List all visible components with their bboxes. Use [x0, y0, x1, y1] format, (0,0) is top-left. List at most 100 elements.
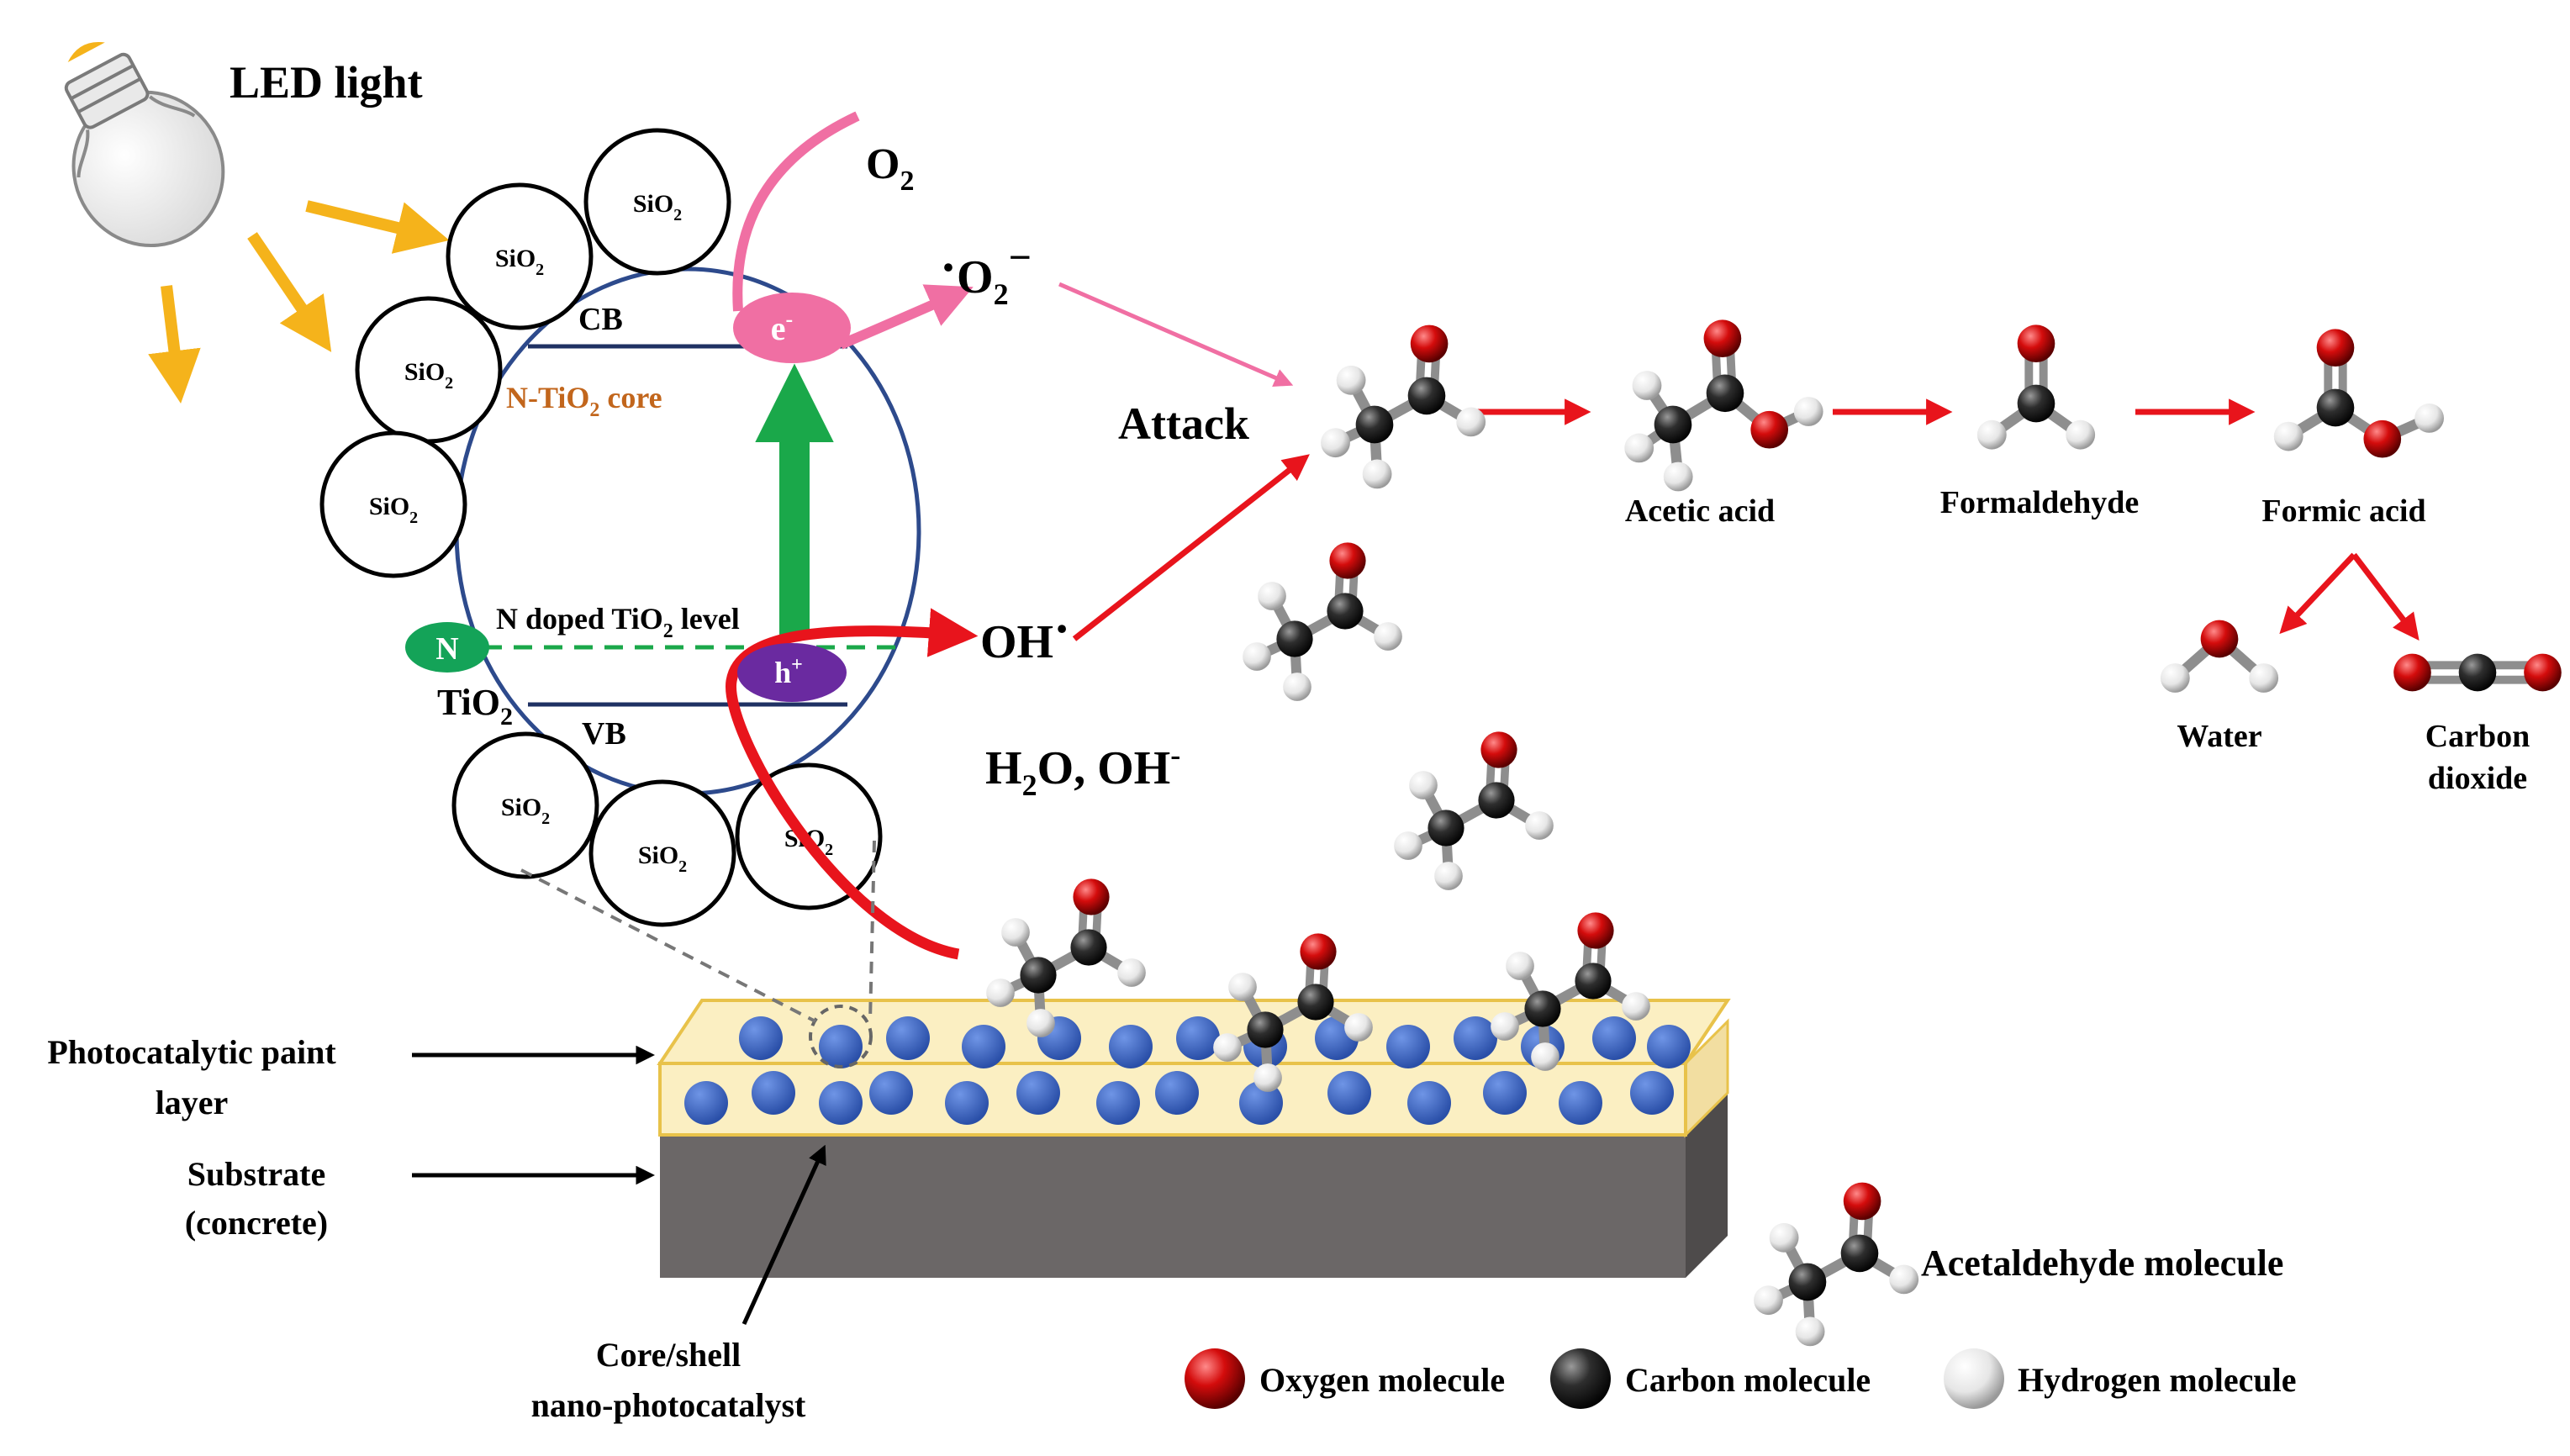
nano-sphere	[1630, 1071, 1674, 1115]
legend-oxygen-label: Oxygen molecule	[1259, 1361, 1505, 1399]
svg-text:SiO2: SiO2	[404, 358, 453, 393]
formaldehyde-label: Formaldehyde	[1940, 485, 2139, 520]
formic-acid-label: Formic acid	[2261, 493, 2425, 529]
acetaldehyde-molecule	[1491, 912, 1650, 1071]
nano-sphere	[1483, 1071, 1527, 1115]
nano-sphere	[869, 1071, 913, 1115]
nano-sphere	[819, 1025, 863, 1068]
zoom-highlight-circle	[809, 1005, 873, 1068]
concrete-substrate	[660, 1135, 1686, 1278]
light-ray-arrow	[305, 200, 450, 254]
nano-sphere	[819, 1081, 863, 1125]
light-rays	[148, 200, 450, 404]
core-shell-label-line2: nano-photocatalyst	[531, 1386, 806, 1424]
water-hydroxide-label: H2O, OH-	[985, 738, 1180, 802]
acetaldehyde-molecule	[1213, 933, 1373, 1092]
legend-hydrogen-label: Hydrogen molecule	[2018, 1361, 2296, 1399]
sio2-particle: SiO2	[583, 128, 731, 276]
nano-sphere	[739, 1016, 783, 1060]
paint-layer-label-line2: layer	[156, 1084, 229, 1121]
nano-sphere	[1559, 1081, 1602, 1125]
substrate-label-line2: (concrete)	[185, 1204, 328, 1242]
acetaldehyde-molecule	[986, 878, 1146, 1037]
zoom-guide-line	[868, 840, 876, 1022]
svg-text:h+: h+	[774, 654, 803, 689]
paint-layer-label-line1: Photocatalytic paint	[47, 1033, 336, 1071]
svg-text:SiO2: SiO2	[633, 190, 682, 224]
light-ray-arrow	[148, 285, 201, 404]
core-shell-label-line1: Core/shell	[596, 1336, 741, 1374]
substrate-label-line1: Substrate	[187, 1155, 325, 1193]
nano-sphere	[1109, 1025, 1153, 1068]
n-doped-level-label: N doped TiO2 level	[496, 602, 740, 642]
hole-badge: h+	[737, 643, 847, 702]
electron-to-superoxide-arrow	[838, 284, 974, 350]
nano-sphere	[1155, 1071, 1199, 1115]
svg-text:N: N	[435, 631, 458, 667]
zoom-guide-line	[520, 868, 816, 1023]
svg-text:e-: e-	[771, 307, 793, 347]
hydroxyl-radical-label: OH·	[980, 601, 1070, 668]
sio2-shell: SiO2 SiO2 SiO2 SiO2 SiO2 SiO2 SiO2	[319, 128, 883, 927]
legend-hydrogen-icon	[1944, 1348, 2004, 1409]
hydroxyl-attack-arrow	[1072, 454, 1310, 641]
nano-sphere	[1592, 1016, 1636, 1060]
water-label: Water	[2177, 719, 2261, 754]
acetic-acid-label: Acetic acid	[1625, 493, 1775, 529]
tio2-label: TiO2	[437, 682, 513, 731]
nano-sphere	[945, 1081, 989, 1125]
water-molecule	[2160, 620, 2279, 693]
legend-acetaldehyde-label: Acetaldehyde molecule	[1921, 1242, 2283, 1284]
acetaldehyde-molecule	[1394, 731, 1554, 890]
attack-label: Attack	[1118, 398, 1249, 449]
reaction-arrow	[2279, 552, 2356, 635]
sio2-particle: SiO2	[355, 296, 503, 444]
svg-text:SiO2: SiO2	[495, 245, 544, 279]
acetic-acid-molecule	[1624, 319, 1823, 492]
sio2-particle: SiO2	[319, 430, 467, 578]
legend-carbon-icon	[1550, 1348, 1611, 1409]
nano-sphere	[752, 1071, 795, 1115]
nano-sphere	[1239, 1081, 1283, 1125]
formic-acid-molecule	[2273, 329, 2445, 458]
carbon-dioxide-molecule	[2393, 653, 2562, 692]
hole-oxidation-curve	[726, 608, 979, 960]
vb-label: VB	[582, 716, 626, 752]
o2-pink-curve	[732, 111, 860, 312]
n-tio2-core-label: N-TiO2 core	[506, 381, 662, 421]
nano-sphere	[1016, 1071, 1060, 1115]
formaldehyde-molecule	[1976, 324, 2096, 450]
acetaldehyde-molecule	[1243, 542, 1402, 701]
sio2-particle: SiO2	[588, 779, 736, 927]
nano-sphere	[1096, 1081, 1140, 1125]
nano-sphere	[886, 1016, 930, 1060]
o2-label: O2	[866, 140, 914, 197]
nano-sphere	[1327, 1071, 1371, 1115]
sio2-particle: SiO2	[446, 182, 594, 330]
molecules	[986, 319, 2562, 1347]
nano-sphere	[962, 1025, 1005, 1068]
n-dopant-badge: N	[405, 622, 489, 673]
legend-acetaldehyde-icon	[1754, 1182, 1919, 1347]
core-shell-pointer	[741, 1144, 826, 1326]
svg-text:SiO2: SiO2	[638, 841, 687, 876]
legend-carbon-label: Carbon molecule	[1625, 1361, 1871, 1399]
carbon-dioxide-label-line2: dioxide	[2428, 761, 2527, 796]
led-light-label: LED light	[230, 57, 423, 108]
electron-badge: e-	[733, 293, 851, 363]
nano-sphere	[1647, 1025, 1691, 1068]
carbon-dioxide-label-line1: Carbon	[2425, 719, 2530, 754]
svg-text:SiO2: SiO2	[501, 794, 550, 828]
nano-sphere	[1454, 1016, 1497, 1060]
svg-text:SiO2: SiO2	[369, 493, 418, 527]
nano-sphere	[1407, 1081, 1451, 1125]
nano-sphere	[684, 1081, 728, 1125]
led-bulb-icon	[64, 42, 225, 248]
reaction-arrow	[2351, 552, 2420, 641]
acetaldehyde-molecule	[1321, 324, 1486, 489]
superoxide-label: ·O2−	[940, 235, 1032, 311]
cb-label: CB	[578, 302, 623, 337]
light-ray-arrow	[247, 232, 332, 352]
nano-sphere	[1176, 1016, 1220, 1060]
